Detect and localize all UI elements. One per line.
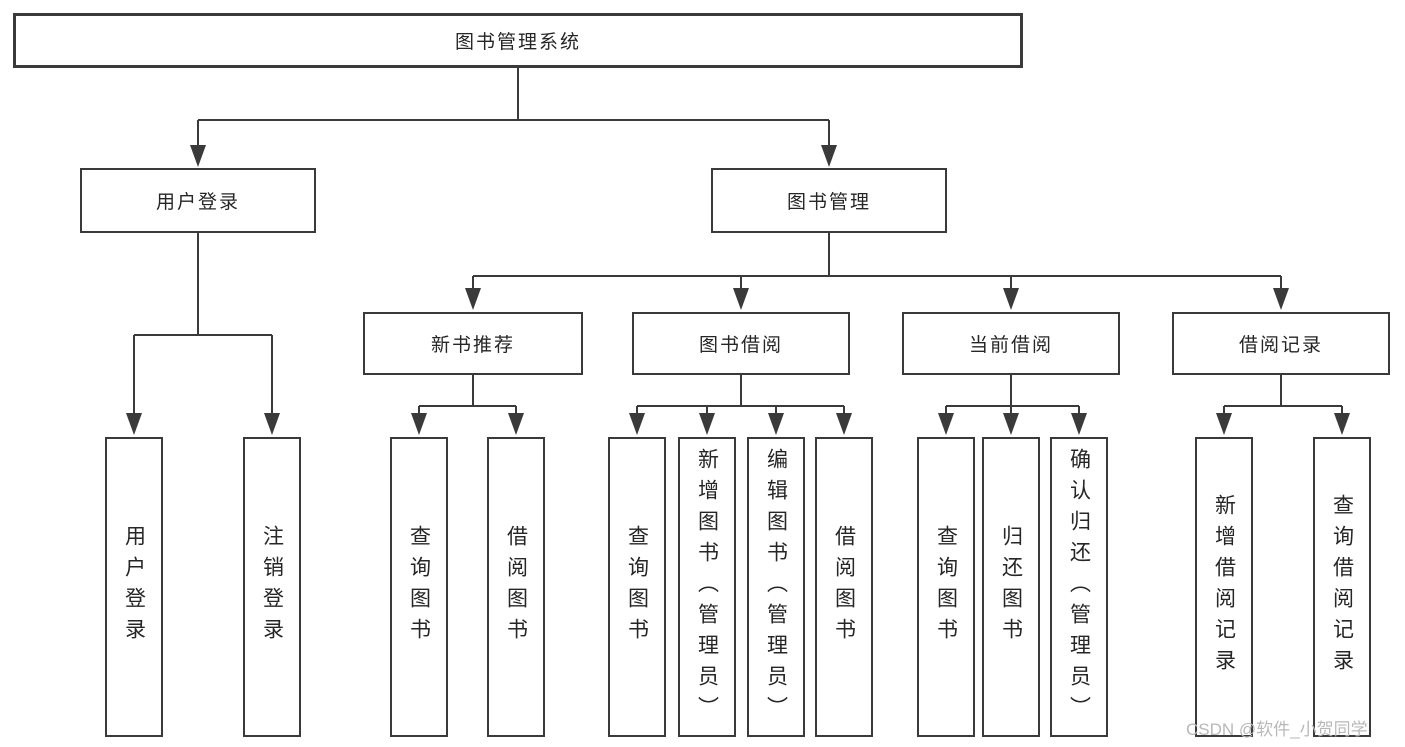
leaf-query-books-borrowing: 查询图书 <box>608 437 666 737</box>
leaf-query-books-recommend: 查询图书 <box>390 437 448 737</box>
node-book-management: 图书管理 <box>711 168 947 233</box>
leaf-add-books-admin-label: 新增图书（管理员） <box>695 447 719 727</box>
node-user-login-label: 用户登录 <box>155 192 240 213</box>
leaf-borrow-books-recommend-label: 借阅图书 <box>504 525 528 649</box>
leaf-return-books: 归还图书 <box>982 437 1040 737</box>
leaf-query-books-current: 查询图书 <box>917 437 975 737</box>
leaf-query-borrow-record-label: 查询借阅记录 <box>1330 494 1354 680</box>
node-current-borrowing: 当前借阅 <box>902 312 1120 375</box>
leaf-query-borrow-record: 查询借阅记录 <box>1313 437 1371 737</box>
leaf-confirm-return-admin-label: 确认归还（管理员） <box>1067 447 1091 727</box>
leaf-query-books-borrowing-label: 查询图书 <box>625 525 649 649</box>
node-borrow-records: 借阅记录 <box>1172 312 1390 375</box>
leaf-edit-books-admin: 编辑图书（管理员） <box>747 437 805 737</box>
node-book-management-label: 图书管理 <box>786 192 871 213</box>
leaf-borrow-books: 借阅图书 <box>815 437 873 737</box>
leaf-query-books-current-label: 查询图书 <box>934 525 958 649</box>
node-user-login: 用户登录 <box>80 168 316 233</box>
node-root-label: 图书管理系统 <box>454 32 581 53</box>
leaf-query-books-recommend-label: 查询图书 <box>407 525 431 649</box>
leaf-return-books-label: 归还图书 <box>999 525 1023 649</box>
leaf-edit-books-admin-label: 编辑图书（管理员） <box>764 447 788 727</box>
node-new-book-recommend: 新书推荐 <box>363 312 583 375</box>
node-root-system: 图书管理系统 <box>13 13 1023 68</box>
leaf-confirm-return-admin: 确认归还（管理员） <box>1050 437 1108 737</box>
node-book-borrowing-label: 图书借阅 <box>698 335 783 356</box>
node-book-borrowing: 图书借阅 <box>632 312 850 375</box>
leaf-borrow-books-recommend: 借阅图书 <box>487 437 545 737</box>
leaf-add-books-admin: 新增图书（管理员） <box>678 437 736 737</box>
node-new-book-recommend-label: 新书推荐 <box>430 335 515 356</box>
leaf-user-login: 用户登录 <box>105 437 163 737</box>
leaf-user-login-label: 用户登录 <box>122 525 146 649</box>
leaf-add-borrow-record-label: 新增借阅记录 <box>1212 494 1236 680</box>
leaf-logout-label: 注销登录 <box>260 525 284 649</box>
node-current-borrowing-label: 当前借阅 <box>968 335 1053 356</box>
csdn-watermark: CSDN @软件_小贺同学 <box>1186 720 1368 739</box>
leaf-borrow-books-label: 借阅图书 <box>832 525 856 649</box>
node-borrow-records-label: 借阅记录 <box>1238 335 1323 356</box>
leaf-logout: 注销登录 <box>243 437 301 737</box>
leaf-add-borrow-record: 新增借阅记录 <box>1195 437 1253 737</box>
